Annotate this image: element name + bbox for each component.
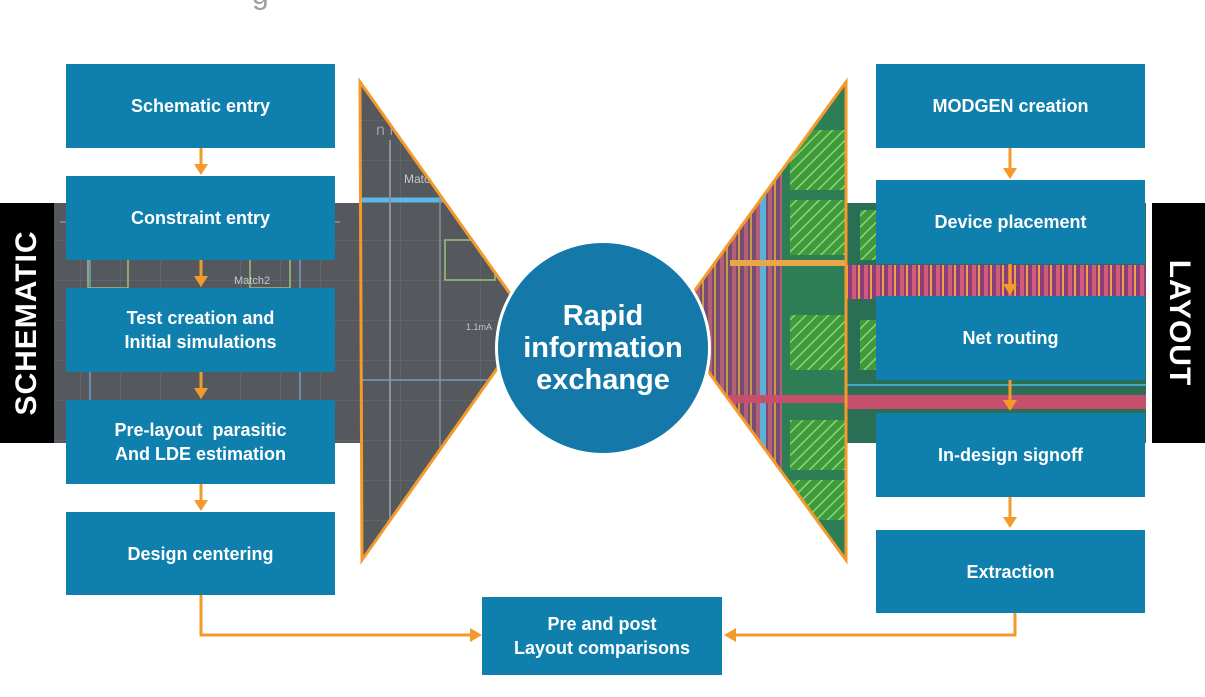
- layout-step-routing: Net routing: [876, 296, 1145, 380]
- step-label: Constraint entry: [130, 208, 271, 228]
- comparison-arrows: [199, 595, 1017, 637]
- comparison-box: Pre and post Layout comparisons: [482, 597, 722, 675]
- schematic-band: SCHEMATIC: [0, 203, 54, 443]
- layout-arrows: [1003, 148, 1017, 528]
- title-fragment: g: [252, 0, 269, 12]
- step-label: Extraction: [966, 561, 1055, 582]
- center-exchange-circle: Rapid information exchange: [498, 243, 708, 453]
- comparison-arrow-head-right: [724, 628, 736, 642]
- step-label-line-1: Test creation and: [126, 308, 275, 328]
- layout-step-modgen: MODGEN creation: [876, 64, 1145, 148]
- left-triangle-outline: [358, 77, 532, 565]
- step-label: Device placement: [934, 212, 1087, 232]
- comparison-line-2: Layout comparisons: [513, 638, 691, 658]
- step-label: MODGEN creation: [932, 96, 1089, 116]
- step-label: In-design signoff: [938, 445, 1083, 465]
- schematic-step-entry: Schematic entry: [66, 64, 335, 148]
- schematic-step-prelayout: Pre-layout parasitic And LDE estimation: [66, 400, 335, 484]
- schematic-step-test: Test creation and Initial simulations: [66, 288, 335, 372]
- schematic-step-centering: Design centering: [66, 512, 335, 595]
- step-label: Schematic entry: [130, 96, 271, 116]
- center-line-1: Rapid: [562, 300, 644, 332]
- center-line-2: information: [523, 332, 683, 364]
- layout-band-label: LAYOUT: [1162, 259, 1196, 387]
- step-label: Design centering: [127, 543, 274, 564]
- layout-step-extraction: Extraction: [876, 530, 1145, 613]
- comparison-arrow-head-left: [470, 628, 482, 642]
- right-triangle-outline: [670, 77, 848, 565]
- layout-step-signoff: In-design signoff: [876, 413, 1145, 497]
- schematic-arrows: [194, 148, 208, 511]
- layout-step-placement: Device placement: [876, 180, 1145, 264]
- schematic-label-current: 1.1mA: [466, 322, 492, 332]
- schematic-label-match2: Match2: [234, 275, 270, 287]
- center-line-3: exchange: [536, 364, 670, 396]
- schematic-step-constraint: Constraint entry: [66, 176, 335, 260]
- step-label-line-2: And LDE estimation: [114, 444, 286, 464]
- step-label-line-2: Initial simulations: [124, 332, 277, 352]
- step-label: Net routing: [962, 328, 1059, 348]
- comparison-line-1: Pre and post: [547, 614, 657, 634]
- layout-band: LAYOUT: [1152, 203, 1205, 443]
- step-label-line-1: Pre-layout parasitic: [114, 420, 287, 440]
- schematic-band-label: SCHEMATIC: [10, 230, 43, 416]
